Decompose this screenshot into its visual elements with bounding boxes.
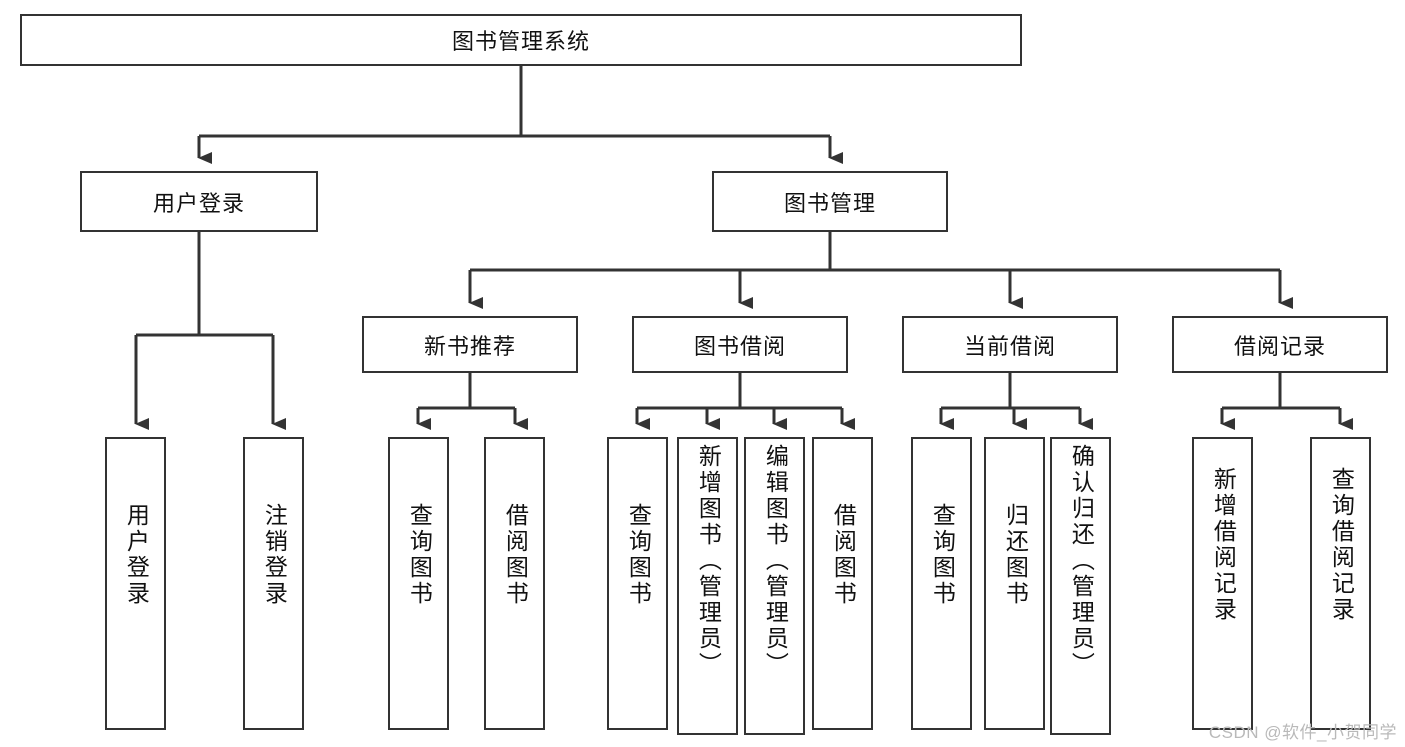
node-leaf-return-book-label: 归还图书 (1002, 503, 1029, 607)
node-book-management-label: 图书管理 (783, 190, 876, 216)
node-user-login[interactable]: 用户登录 (80, 171, 318, 232)
node-leaf-borrow-book-2[interactable]: 借阅图书 (812, 437, 873, 730)
node-current-borrow-label: 当前借阅 (963, 333, 1056, 359)
node-root[interactable]: 图书管理系统 (20, 14, 1022, 66)
node-leaf-add-book-admin[interactable]: 新增图书（管理员） (677, 437, 738, 735)
node-leaf-borrow-book-1-label: 借阅图书 (502, 503, 529, 607)
node-leaf-logout-login[interactable]: 注销登录 (243, 437, 304, 730)
node-leaf-query-book-1-label: 查询图书 (406, 503, 433, 607)
node-leaf-edit-book-admin-label: 编辑图书（管理员） (762, 444, 789, 678)
node-leaf-user-login-label: 用户登录 (123, 503, 150, 607)
node-borrow-record[interactable]: 借阅记录 (1172, 316, 1388, 373)
node-borrow-record-label: 借阅记录 (1233, 333, 1326, 359)
node-leaf-edit-book-admin[interactable]: 编辑图书（管理员） (744, 437, 805, 735)
node-leaf-logout-login-label: 注销登录 (261, 503, 288, 607)
node-leaf-query-book-1[interactable]: 查询图书 (388, 437, 449, 730)
node-leaf-confirm-return-admin-label: 确认归还（管理员） (1068, 444, 1095, 678)
node-leaf-query-borrow-record-label: 查询借阅记录 (1328, 467, 1355, 623)
node-leaf-confirm-return-admin[interactable]: 确认归还（管理员） (1050, 437, 1111, 735)
node-book-borrow-label: 图书借阅 (693, 333, 786, 359)
node-leaf-add-book-admin-label: 新增图书（管理员） (695, 444, 722, 678)
node-leaf-return-book[interactable]: 归还图书 (984, 437, 1045, 730)
node-book-management[interactable]: 图书管理 (712, 171, 948, 232)
node-leaf-query-book-3-label: 查询图书 (929, 503, 956, 607)
node-leaf-query-book-2[interactable]: 查询图书 (607, 437, 668, 730)
node-leaf-borrow-book-2-label: 借阅图书 (830, 503, 857, 607)
node-current-borrow[interactable]: 当前借阅 (902, 316, 1118, 373)
node-leaf-user-login[interactable]: 用户登录 (105, 437, 166, 730)
node-leaf-query-book-2-label: 查询图书 (625, 503, 652, 607)
node-new-book-recommend[interactable]: 新书推荐 (362, 316, 578, 373)
node-leaf-query-borrow-record[interactable]: 查询借阅记录 (1310, 437, 1371, 730)
node-leaf-add-borrow-record-label: 新增借阅记录 (1210, 467, 1237, 623)
node-leaf-add-borrow-record[interactable]: 新增借阅记录 (1192, 437, 1253, 730)
node-book-borrow[interactable]: 图书借阅 (632, 316, 848, 373)
node-root-label: 图书管理系统 (451, 29, 590, 54)
node-new-book-recommend-label: 新书推荐 (423, 333, 516, 359)
node-leaf-borrow-book-1[interactable]: 借阅图书 (484, 437, 545, 730)
watermark-text: CSDN @软件_小贺同学 (1208, 723, 1397, 742)
node-user-login-label: 用户登录 (152, 190, 245, 216)
node-leaf-query-book-3[interactable]: 查询图书 (911, 437, 972, 730)
